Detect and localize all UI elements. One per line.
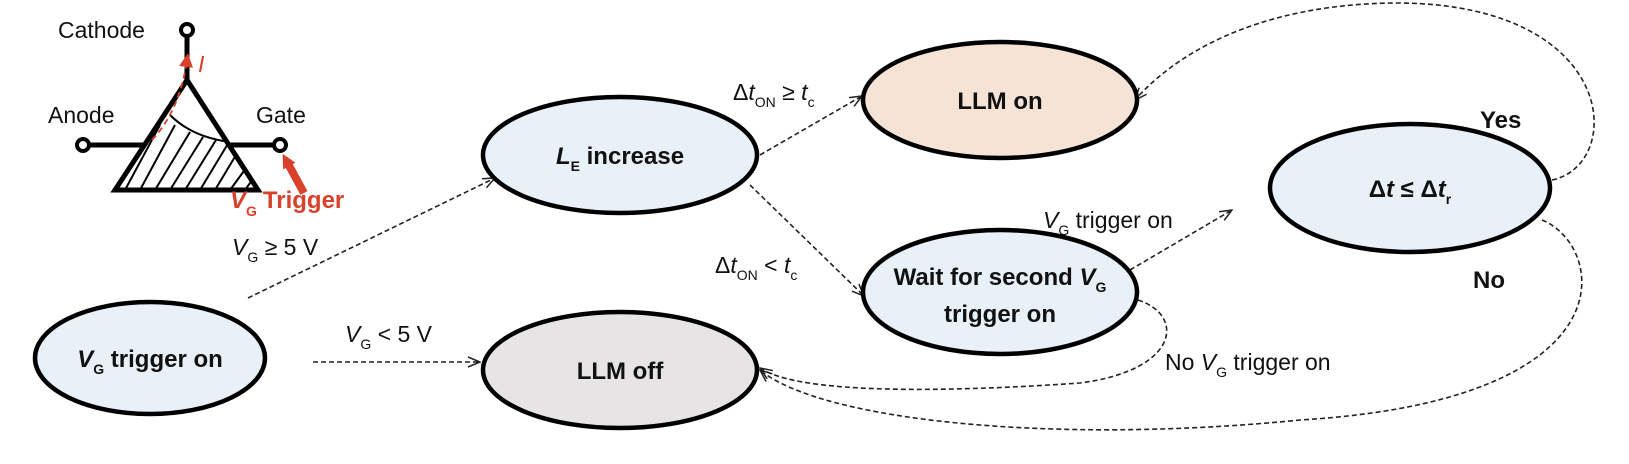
edge-no: [760, 219, 1583, 431]
current-label: I: [198, 51, 205, 77]
label-ton-lt-tc: ΔtON < tc: [715, 252, 797, 283]
label-ton-ge-tc: ΔtON ≥ tc: [733, 79, 815, 110]
svg-text:trigger on: trigger on: [944, 301, 1056, 328]
node-wait-second-trigger: Wait for second VG trigger on: [860, 227, 1140, 357]
label-vg-lt-5: VG < 5 V: [345, 321, 433, 352]
svg-text:LLM off: LLM off: [577, 358, 665, 385]
edge-to-wait: [749, 184, 864, 296]
anode-label: Anode: [48, 102, 115, 128]
current-path-arrow: [151, 53, 193, 141]
edge-no-trigger: [760, 299, 1168, 391]
node-llm-off: LLM off: [480, 309, 760, 431]
cathode-terminal: [179, 22, 195, 38]
label-second-trigger: VG trigger on: [1043, 207, 1173, 238]
node-delta-t-check: Δt ≤ Δtr: [1267, 121, 1553, 255]
node-vg-trigger-on: VG trigger on: [32, 299, 268, 417]
svg-text:LE increase: LE increase: [556, 143, 684, 174]
gate-label: Gate: [256, 102, 306, 128]
node-llm-on: LLM on: [860, 39, 1140, 161]
svg-text:VG trigger on: VG trigger on: [77, 346, 223, 377]
edge-vg-ge-5: [247, 178, 495, 299]
edge-to-check: [1129, 210, 1232, 271]
cathode-label: Cathode: [58, 17, 145, 43]
svg-text:Δt ≤ Δtr: Δt ≤ Δtr: [1369, 176, 1452, 207]
gate-terminal: [272, 137, 288, 153]
gate-trigger-arrow: [282, 153, 308, 195]
label-yes: Yes: [1480, 107, 1521, 134]
edge-yes: [1135, 2, 1595, 181]
label-no: No: [1473, 267, 1505, 294]
anode-terminal: [75, 137, 91, 153]
node-le-increase: LE increase: [480, 94, 760, 216]
label-vg-ge-5: VG ≥ 5 V: [232, 234, 319, 265]
label-no-trigger: No VG trigger on: [1165, 349, 1331, 380]
edge-to-llm-on: [759, 96, 862, 156]
svg-text:LLM on: LLM on: [957, 88, 1042, 115]
svg-text:Wait for second VG: Wait for second VG: [894, 264, 1107, 295]
